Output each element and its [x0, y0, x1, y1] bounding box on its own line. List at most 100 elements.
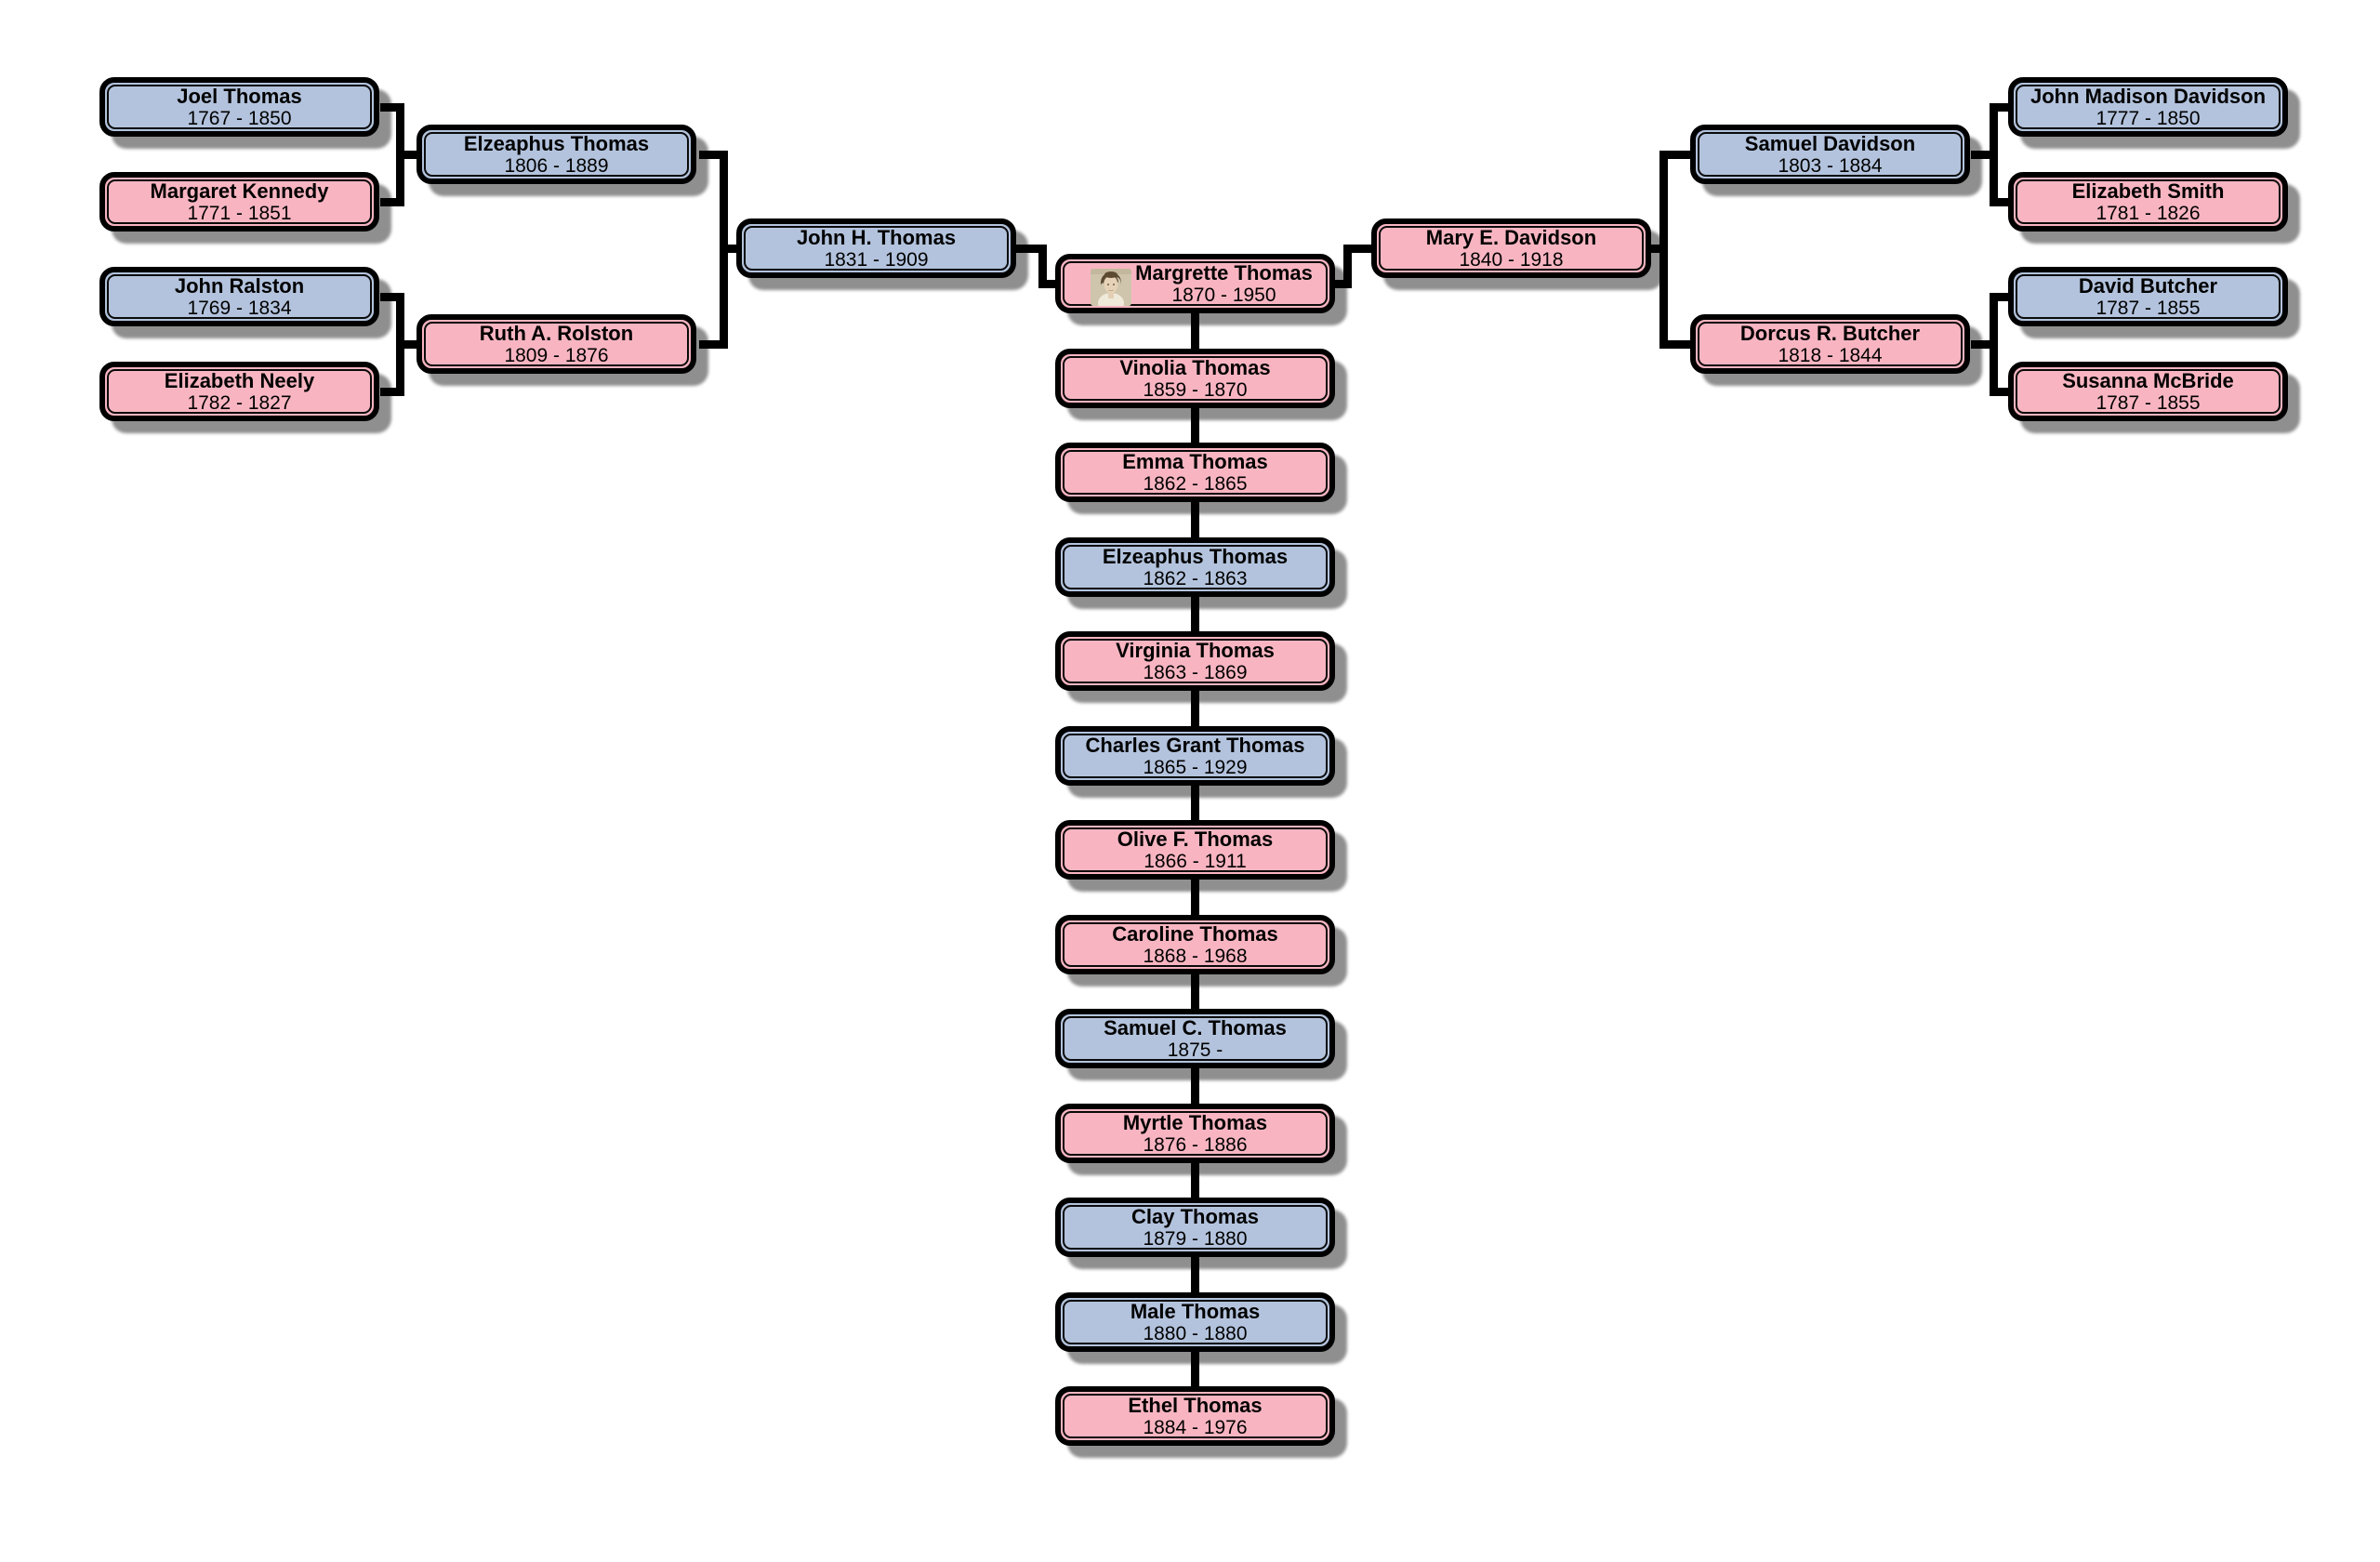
person-box-john-ralston[interactable]: John Ralston 1769 - 1834 [99, 267, 379, 326]
person-box-inner: Emma Thomas 1862 - 1865 [1063, 450, 1328, 495]
person-name: Ruth A. Rolston [479, 321, 634, 345]
connector-line [1191, 1253, 1199, 1296]
person-dates: 1879 - 1880 [1143, 1227, 1248, 1250]
connector-line [1990, 103, 2008, 112]
person-dates: 1876 - 1886 [1143, 1133, 1248, 1156]
connector-line [1191, 876, 1199, 919]
person-name: Clay Thomas [1131, 1204, 1259, 1228]
person-box-mary-e-davidson[interactable]: Mary E. Davidson 1840 - 1918 [1371, 218, 1651, 278]
person-box-inner: Samuel C. Thomas 1875 - [1063, 1016, 1328, 1061]
person-name: Margaret Kennedy [150, 179, 329, 203]
connector-line [1038, 280, 1055, 288]
person-name: Joel Thomas [177, 84, 302, 108]
person-box-susanna-mcbride[interactable]: Susanna McBride 1787 - 1855 [2008, 362, 2288, 421]
person-box-inner: David Butcher 1787 - 1855 [2016, 274, 2281, 319]
person-box-virginia-thomas[interactable]: Virginia Thomas 1863 - 1869 [1055, 631, 1335, 691]
person-dates: 1787 - 1855 [2096, 391, 2201, 414]
person-name: Ethel Thomas [1128, 1393, 1263, 1417]
person-box-elizabeth-neely[interactable]: Elizabeth Neely 1782 - 1827 [99, 362, 379, 421]
connector-line [1990, 103, 1998, 206]
person-box-david-butcher[interactable]: David Butcher 1787 - 1855 [2008, 267, 2288, 326]
connector-line [396, 340, 416, 349]
person-box-ruth-a-rolston[interactable]: Ruth A. Rolston 1809 - 1876 [416, 314, 696, 374]
connector-line [380, 388, 404, 396]
connector-line [1659, 151, 1668, 349]
connector-line [1191, 971, 1199, 1013]
person-dates: 1875 - [1167, 1039, 1223, 1061]
person-box-myrtle-thomas[interactable]: Myrtle Thomas 1876 - 1886 [1055, 1104, 1335, 1163]
person-box-ethel-thomas[interactable]: Ethel Thomas 1884 - 1976 [1055, 1386, 1335, 1446]
person-name: Emma Thomas [1122, 449, 1268, 473]
person-box-joel-thomas[interactable]: Joel Thomas 1767 - 1850 [99, 77, 379, 137]
connector-line [1191, 687, 1199, 730]
connector-line [1191, 1159, 1199, 1201]
person-box-inner: Elizabeth Neely 1782 - 1827 [107, 369, 372, 414]
connector-line [1191, 782, 1199, 824]
person-name: Margrette Thomas [1135, 260, 1313, 285]
person-box-inner: Dorcus R. Butcher 1818 - 1844 [1698, 322, 1963, 366]
person-box-inner: Clay Thomas 1879 - 1880 [1063, 1205, 1328, 1250]
connector-line [1990, 293, 1998, 396]
person-box-inner: Elizabeth Smith 1781 - 1826 [2016, 179, 2281, 224]
person-box-inner: Myrtle Thomas 1876 - 1886 [1063, 1111, 1328, 1156]
person-box-elizabeth-smith[interactable]: Elizabeth Smith 1781 - 1826 [2008, 172, 2288, 232]
person-box-samuel-davidson[interactable]: Samuel Davidson 1803 - 1884 [1690, 125, 1970, 184]
person-box-caroline-thomas[interactable]: Caroline Thomas 1868 - 1968 [1055, 915, 1335, 974]
connector-line [1191, 404, 1199, 446]
connector-line [380, 103, 404, 112]
person-box-john-h-thomas[interactable]: John H. Thomas 1831 - 1909 [736, 218, 1016, 278]
person-box-inner: Virginia Thomas 1863 - 1869 [1063, 639, 1328, 683]
person-box-dorcus-r-butcher[interactable]: Dorcus R. Butcher 1818 - 1844 [1690, 314, 1970, 374]
person-dates: 1806 - 1889 [504, 154, 609, 177]
connector-line [720, 245, 736, 253]
person-name: Male Thomas [1130, 1299, 1261, 1323]
person-dates: 1866 - 1911 [1144, 850, 1247, 872]
connector-line [1990, 293, 2008, 301]
person-dates: 1809 - 1876 [504, 344, 609, 366]
person-name: John Madison Davidson [2030, 84, 2267, 108]
person-box-margaret-kennedy[interactable]: Margaret Kennedy 1771 - 1851 [99, 172, 379, 232]
connector-line [380, 293, 404, 301]
person-box-margrette-thomas[interactable]: Margrette Thomas 1870 - 1950 [1055, 254, 1335, 313]
person-box-inner: Caroline Thomas 1868 - 1968 [1063, 922, 1328, 967]
person-name: Myrtle Thomas [1122, 1110, 1268, 1134]
connector-line [1191, 593, 1199, 635]
person-box-charles-grant-thomas[interactable]: Charles Grant Thomas 1865 - 1929 [1055, 726, 1335, 786]
person-name: Caroline Thomas [1112, 921, 1278, 946]
person-name: John Ralston [174, 273, 305, 298]
person-dates: 1787 - 1855 [2096, 297, 2201, 319]
person-dates: 1818 - 1844 [1778, 344, 1883, 366]
person-dates: 1771 - 1851 [187, 202, 292, 224]
person-name: John H. Thomas [796, 225, 957, 249]
person-dates: 1862 - 1863 [1143, 567, 1248, 589]
person-box-samuel-c-thomas[interactable]: Samuel C. Thomas 1875 - [1055, 1009, 1335, 1068]
connector-line [1191, 498, 1199, 541]
person-box-inner: Margaret Kennedy 1771 - 1851 [107, 179, 372, 224]
connector-line [380, 198, 404, 206]
person-box-olive-f-thomas[interactable]: Olive F. Thomas 1866 - 1911 [1055, 820, 1335, 880]
person-box-male-thomas[interactable]: Male Thomas 1880 - 1880 [1055, 1292, 1335, 1352]
person-box-john-madison-davidson[interactable]: John Madison Davidson 1777 - 1850 [2008, 77, 2288, 137]
connector-line [1659, 151, 1690, 159]
person-box-clay-thomas[interactable]: Clay Thomas 1879 - 1880 [1055, 1198, 1335, 1257]
person-dates: 1769 - 1834 [187, 297, 292, 319]
person-box-inner: John Madison Davidson 1777 - 1850 [2016, 85, 2281, 129]
person-dates: 1781 - 1826 [2096, 202, 2201, 224]
person-dates: 1840 - 1918 [1459, 248, 1564, 271]
person-name: Samuel Davidson [1744, 131, 1916, 155]
person-box-elzeaphus-thomas-sr[interactable]: Elzeaphus Thomas 1806 - 1889 [416, 125, 696, 184]
person-name: Mary E. Davidson [1425, 225, 1597, 249]
person-box-inner: Margrette Thomas 1870 - 1950 [1063, 261, 1328, 306]
person-name: Elzeaphus Thomas [463, 131, 650, 155]
person-name: Vinolia Thomas [1119, 355, 1271, 379]
person-dates: 1868 - 1968 [1143, 945, 1248, 967]
person-box-inner: Ruth A. Rolston 1809 - 1876 [424, 322, 689, 366]
connector-line [396, 151, 416, 159]
person-box-elzeaphus-thomas-jr[interactable]: Elzeaphus Thomas 1862 - 1863 [1055, 537, 1335, 597]
connector-line [1343, 245, 1371, 253]
connector-line [1990, 198, 2008, 206]
person-box-inner: Male Thomas 1880 - 1880 [1063, 1300, 1328, 1344]
person-box-emma-thomas[interactable]: Emma Thomas 1862 - 1865 [1055, 443, 1335, 502]
person-name: Dorcus R. Butcher [1739, 321, 1921, 345]
person-box-vinolia-thomas[interactable]: Vinolia Thomas 1859 - 1870 [1055, 349, 1335, 408]
